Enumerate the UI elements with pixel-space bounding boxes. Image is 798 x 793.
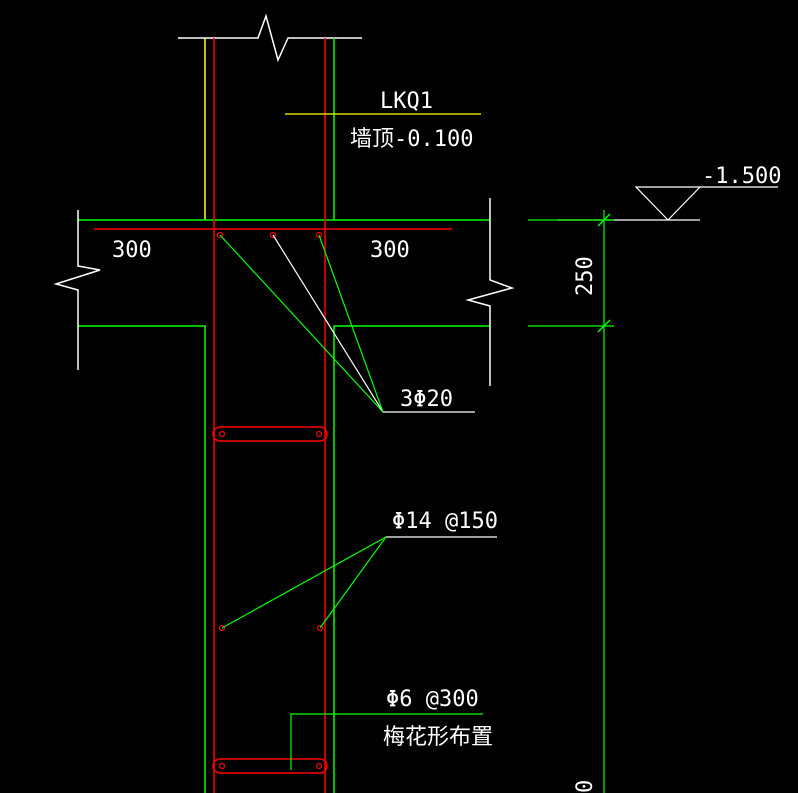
thickness-label: 250 — [573, 256, 598, 296]
right-break-line — [465, 198, 515, 386]
distribution-bar-label: Φ14 @150 — [392, 509, 498, 534]
leader-phi14-b — [319, 536, 387, 629]
tie-bar-upper — [212, 426, 328, 442]
leader-3phi20-a — [219, 234, 384, 413]
rebar-dot — [269, 231, 277, 239]
elevation-triangle — [634, 186, 702, 221]
tie-bar-lower — [212, 758, 328, 774]
elevation-label: -1.500 — [702, 164, 781, 189]
foundation-bottom-right-edge — [333, 325, 490, 793]
partial-bottom-label: 0 — [573, 780, 598, 793]
rebar-dot — [218, 624, 226, 632]
longitudinal-bar-label: 3Φ20 — [400, 387, 453, 412]
leader-phi6 — [290, 713, 483, 770]
leader-3phi20-c — [318, 234, 384, 413]
wall-top-label: 墙顶-0.100 — [350, 127, 473, 152]
tie-arrangement-label: 梅花形布置 — [383, 725, 493, 750]
leader-phi14-a — [221, 536, 387, 629]
left-width-label: 300 — [112, 238, 152, 263]
rebar-dot — [216, 231, 224, 239]
leader-3phi20-b — [272, 234, 384, 413]
dimension-tick-bottom — [597, 319, 611, 333]
tie-bar-label: Φ6 @300 — [386, 687, 479, 712]
right-width-label: 300 — [370, 238, 410, 263]
foundation-bottom-left-edge — [78, 325, 206, 793]
rebar-dot — [316, 624, 324, 632]
wall-break-line — [178, 13, 362, 63]
rebar-dot — [315, 231, 323, 239]
wall-label: LKQ1 — [380, 89, 433, 114]
left-break-line — [53, 210, 101, 370]
dimension-tick-top — [597, 213, 611, 227]
